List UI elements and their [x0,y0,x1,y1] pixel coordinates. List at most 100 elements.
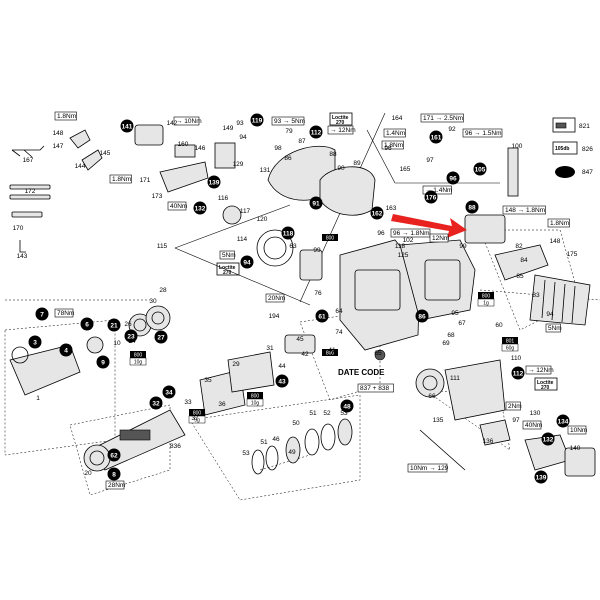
part-number-145: 145 [100,150,111,157]
part-number-64: 64 [335,308,343,315]
part-bubble-161: 161 [429,130,443,144]
part-66-shape [415,368,445,398]
part-number-88: 88 [329,151,337,158]
bubble-disc [309,125,323,139]
torque-spec: 1.4Nm [383,128,406,138]
part-number-53: 53 [340,410,348,417]
bubble-disc [120,119,134,133]
part-135-shape [419,429,466,471]
part-number-52: 52 [323,410,331,417]
svg-text:270: 270 [541,385,550,391]
part-number-20: 20 [84,470,92,477]
grease-code: 800 [134,353,143,359]
bubble-number: 134 [558,418,569,425]
torque-spec: 1.8Nm [109,174,132,184]
part-146-shape [174,144,196,158]
bubble-number: 61 [318,313,326,320]
part-bubble-7: 7 [35,307,49,321]
grease-code: 800 [251,394,260,400]
bubble-disc [35,307,49,321]
bubble-disc [415,309,429,323]
torque-value: 96 → 1.5Nm [465,130,502,137]
bubble-number: 62 [110,452,118,459]
part-number-125: 125 [398,252,409,259]
legend-105db: 105db [555,146,569,152]
part-bubble-139: 139 [207,175,221,189]
bubble-number: 139 [209,179,220,186]
part-number-130: 130 [530,410,541,417]
bubble-number: 141 [122,123,133,130]
torque-value: 1.8Nm [112,176,131,183]
torque-labels: → 10Nm 93 → 5Nm → 12Nm 171 → 2.5Nm 96 → 1.5N… [54,111,587,490]
part-number-116: 116 [218,195,229,202]
torque-value: 1.8Nm [384,142,403,149]
part-bubble-132: 132 [541,432,555,446]
grease-qty: 1g [483,301,489,307]
torque-box [173,116,200,126]
svg-text:Loctite: Loctite [332,115,349,121]
part-100-shape [507,147,519,197]
motor-group [464,147,591,326]
bubble-disc [473,162,487,176]
part-number-163: 163 [386,205,397,212]
torque-spec: 1.8Nm [381,140,404,150]
part-bubble-91: 91 [309,196,323,210]
part-bubble-105: 105 [473,162,487,176]
torque-spec: 2Nm [505,401,522,411]
loctite-badge-top: Loctite 270 [329,112,353,126]
part-number-26: 26 [124,321,132,328]
part-number-51: 51 [260,439,268,446]
part-number-74: 74 [335,329,343,336]
grease-qty-box [477,298,495,307]
bubble-disc [309,196,323,210]
torque-box [525,365,552,375]
svg-text:270: 270 [336,120,345,126]
bubble-number: 23 [127,333,135,340]
torque-spec: 148 → 1.8Nm [502,205,546,215]
ref-836: 836 [170,443,181,450]
part-number-66: 66 [428,393,436,400]
part-number-147: 147 [53,143,64,150]
part-number-10: 10 [113,340,121,347]
part-number-160: 160 [178,141,189,148]
part-number-82: 82 [515,243,523,250]
torque-spec: 10Nm [567,425,587,435]
torque-spec: 1.8Nm [547,218,570,228]
part-number-194: 194 [269,313,280,320]
part-number-172: 172 [25,188,36,195]
torque-value: 171 → 2.5Nm [423,115,463,122]
bubble-disc [275,374,289,388]
torque-value: 1.4Nm [386,130,405,137]
bubble-disc [149,396,163,410]
part-170-shape [11,211,43,218]
grease-qty-box [501,343,519,352]
barrel-stripe [119,429,151,441]
torque-spec: → 12Nm [327,125,356,135]
grease-tube [130,351,146,358]
torque-value: 96 → 1.8Nm [393,230,430,237]
torque-spec: → 10Nm [173,116,202,126]
ring-stack-group [251,418,353,475]
part-bubble-6: 6 [80,317,94,331]
part-number-36: 36 [218,401,226,408]
bubble-number: 88 [468,204,476,211]
torque-spec: 40Nm [522,420,542,430]
part-144-shape [81,149,103,171]
part-160-shape [159,161,209,193]
part-number-86: 86 [284,155,292,162]
part-bubble-141: 141 [120,119,134,133]
grease-tube [189,409,205,416]
torque-spec: → 12Nm [525,365,554,375]
part-number-94: 94 [239,134,247,141]
torque-box [54,111,77,121]
part-number-42: 42 [301,351,309,358]
part-bubble-119: 119 [250,113,264,127]
bubble-disc [193,201,207,215]
bubble-number: 9 [101,359,105,366]
torque-value: 1.8Nm [550,220,569,227]
torque-spec: 93 → 5Nm [271,116,305,126]
part-110-shape [444,359,506,421]
